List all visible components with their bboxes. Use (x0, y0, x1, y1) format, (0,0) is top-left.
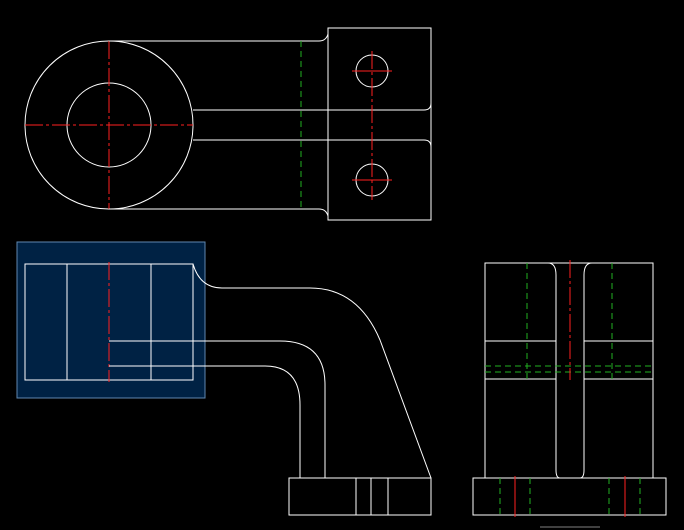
side-slot-left-wall[interactable] (547, 262, 561, 479)
front-arm-mid-upper[interactable] (109, 340, 326, 478)
side-base[interactable] (472, 477, 667, 516)
top-view (24, 27, 432, 221)
front-arm-outer-curve[interactable] (192, 263, 432, 479)
top-slot-lower[interactable] (193, 139, 432, 148)
top-slot-upper[interactable] (193, 102, 432, 111)
side-slot-right-wall[interactable] (579, 262, 593, 479)
top-arm-upper-edge[interactable] (109, 28, 329, 42)
front-base[interactable] (288, 477, 432, 516)
side-view (472, 260, 667, 528)
top-arm-lower-edge[interactable] (109, 208, 329, 220)
front-view (16, 241, 432, 516)
top-block[interactable] (327, 27, 432, 221)
front-arm-mid-lower[interactable] (109, 365, 301, 478)
side-outline[interactable] (484, 262, 654, 479)
selection-highlight[interactable] (16, 241, 206, 399)
